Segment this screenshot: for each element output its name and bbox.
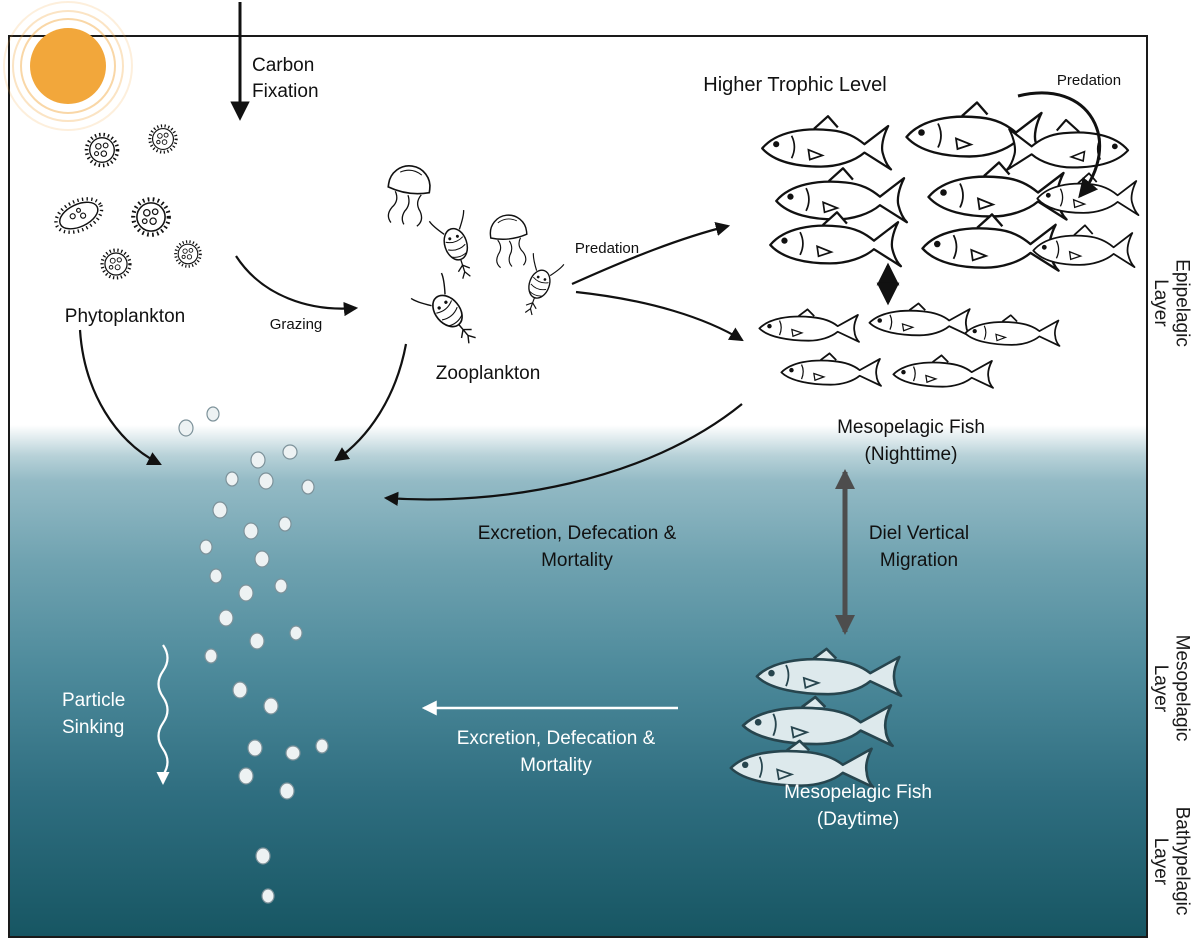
predation-loop-label: Predation	[1056, 72, 1122, 89]
layer-label-epipelagic: Epipelagic Layer	[1150, 259, 1193, 347]
predation-label: Predation	[574, 240, 640, 257]
excretion-epipelagic-label: Excretion, Defecation & Mortality	[477, 523, 677, 571]
higher-trophic-level-label: Higher Trophic Level	[703, 74, 887, 96]
particle-sinking-label: Particle Sinking	[62, 690, 126, 738]
layer-label-bathypelagic: Bathypelagic Layer	[1150, 806, 1193, 916]
phytoplankton-label: Phytoplankton	[64, 306, 186, 327]
grazing-label: Grazing	[269, 316, 323, 333]
excretion-mesopelagic-label: Excretion, Defecation & Mortality	[456, 728, 656, 776]
diagram-frame	[8, 35, 1148, 938]
carbon-fixation-label: Carbon Fixation	[252, 55, 319, 103]
layer-label-mesopelagic: Mesopelagic Layer	[1150, 634, 1193, 742]
zooplankton-label: Zooplankton	[435, 363, 541, 384]
diel-vertical-migration-label: Diel Vertical Migration	[868, 523, 970, 571]
mesopelagic-fish-night-label: Mesopelagic Fish (Nighttime)	[837, 417, 985, 465]
ocean-gradient	[10, 425, 1146, 936]
mesopelagic-fish-day-label: Mesopelagic Fish (Daytime)	[784, 782, 932, 830]
